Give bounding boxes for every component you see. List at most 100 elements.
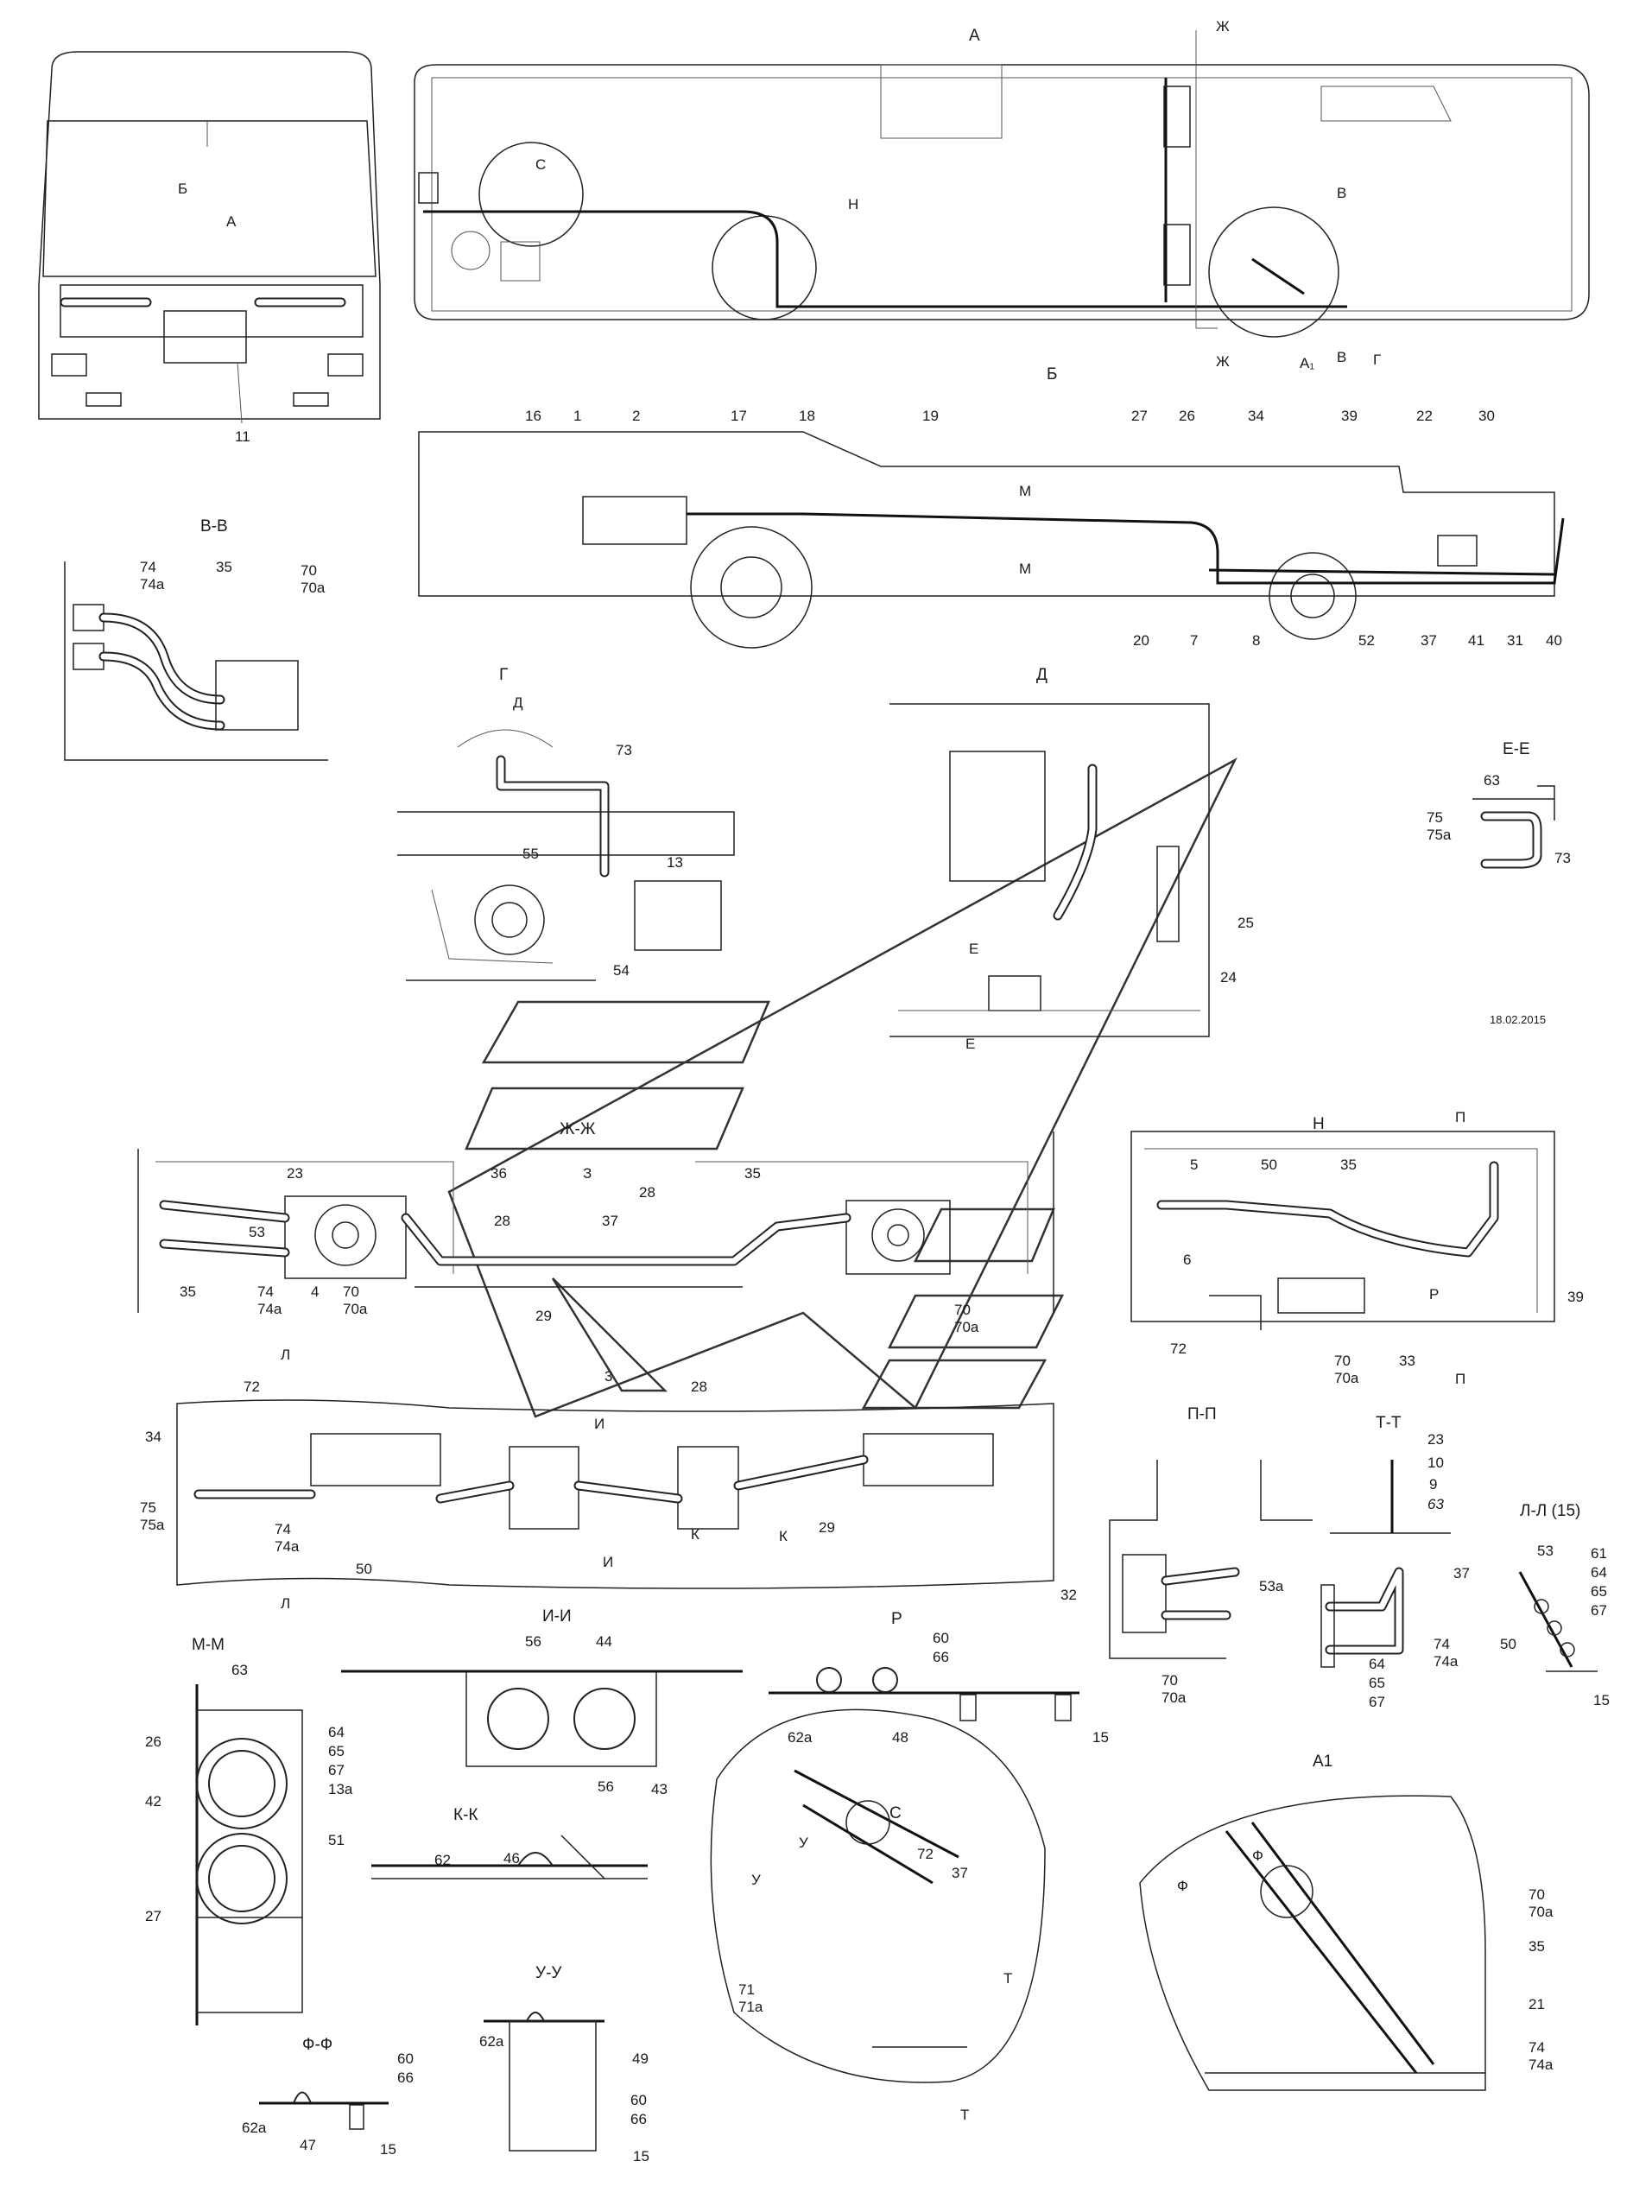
callout-60-ff: 60 <box>397 2050 414 2067</box>
marker-l-top: Л <box>281 1347 291 1363</box>
callout-56-bottom: 56 <box>598 1778 614 1795</box>
callout-70a-pp: 70а <box>1161 1689 1187 1706</box>
marker-a1: А₁ <box>1300 355 1315 371</box>
callout-26-mm: 26 <box>145 1733 161 1750</box>
view-title-zh-zh: Ж-Ж <box>560 1120 596 1138</box>
callout-34-l: 34 <box>145 1429 161 1445</box>
marker-i-top: И <box>594 1416 605 1432</box>
callout-73-g: 73 <box>616 742 632 758</box>
callout-37-c: 37 <box>952 1865 968 1881</box>
callout-75-ee: 75 <box>1427 809 1443 826</box>
callout-70-n: 70 <box>1334 1353 1351 1369</box>
view-title-b: Б <box>1047 365 1058 383</box>
callout-13: 13 <box>667 854 683 871</box>
callout-29-l: 29 <box>819 1519 835 1536</box>
marker-zh-bottom: Ж <box>1216 353 1230 370</box>
callout-62a-r: 62а <box>788 1729 813 1746</box>
callout-46: 46 <box>503 1850 520 1867</box>
marker-i-bottom: И <box>603 1554 614 1570</box>
section-v-v <box>64 561 328 761</box>
marker-b-front: Б <box>178 181 188 197</box>
section-t-t <box>1320 1460 1451 1668</box>
callout-74-tt: 74 <box>1434 1636 1450 1652</box>
view-title-g: Г <box>499 666 509 684</box>
callout-6: 6 <box>1183 1252 1192 1268</box>
callout-50-l: 50 <box>356 1561 372 1577</box>
section-k-k <box>371 1835 648 1879</box>
view-title-a: А <box>969 27 980 45</box>
callout-53-ll: 53 <box>1537 1543 1554 1559</box>
callout-8: 8 <box>1252 632 1261 649</box>
marker-e-top: Е <box>969 941 979 957</box>
front-view <box>38 51 381 424</box>
section-zh-zh <box>137 1131 1054 1313</box>
marker-a-front: А <box>226 213 237 230</box>
callout-9: 9 <box>1429 1476 1438 1493</box>
marker-m-bottom: М <box>1019 561 1032 577</box>
callout-34-b: 34 <box>1248 408 1264 424</box>
callout-62a-ff: 62а <box>242 2120 267 2136</box>
callout-70a-zh: 70а <box>343 1301 368 1317</box>
callout-75a-ee: 75а <box>1427 827 1452 843</box>
section-n <box>1130 1131 1555 1330</box>
view-title-l-l: Л-Л (15) <box>1520 1502 1581 1520</box>
callout-15-uu: 15 <box>633 2148 649 2164</box>
marker-v-top: В <box>1337 185 1347 201</box>
callout-35-zh-b: 35 <box>180 1283 196 1300</box>
callout-18: 18 <box>799 408 815 424</box>
callout-26: 26 <box>1179 408 1195 424</box>
view-title-d: Д <box>1036 666 1048 684</box>
callout-20: 20 <box>1133 632 1149 649</box>
marker-d: Д <box>513 694 523 711</box>
callout-50-n: 50 <box>1261 1157 1277 1173</box>
callout-74-a1: 74 <box>1529 2039 1545 2056</box>
callout-43: 43 <box>651 1781 668 1797</box>
callout-61: 61 <box>1591 1545 1607 1562</box>
callout-65-ll: 65 <box>1591 1583 1607 1600</box>
callout-44: 44 <box>596 1633 612 1650</box>
callout-52: 52 <box>1358 632 1375 649</box>
view-title-i-i: И-И <box>542 1607 572 1626</box>
callout-60-uu: 60 <box>630 2092 647 2108</box>
callout-35-a1: 35 <box>1529 1938 1545 1955</box>
callout-60-r: 60 <box>933 1630 949 1646</box>
callout-2: 2 <box>632 408 641 424</box>
callout-74a-l: 74а <box>275 1538 300 1555</box>
callout-63-mm: 63 <box>231 1662 248 1678</box>
callout-66-ff: 66 <box>397 2069 414 2086</box>
callout-73-ee: 73 <box>1554 850 1571 866</box>
callout-35-n: 35 <box>1340 1157 1357 1173</box>
callout-67-tt: 67 <box>1369 1694 1385 1710</box>
callout-63-tt: 63 <box>1427 1496 1444 1512</box>
marker-k-right: К <box>779 1528 788 1544</box>
callout-21: 21 <box>1529 1996 1545 2012</box>
marker-t-bottom: Т <box>960 2107 970 2123</box>
marker-l-bottom: Л <box>281 1595 291 1612</box>
callout-17: 17 <box>731 408 747 424</box>
callout-7: 7 <box>1190 632 1199 649</box>
callout-19: 19 <box>922 408 939 424</box>
marker-r: Р <box>1429 1286 1440 1302</box>
callout-27-mm: 27 <box>145 1908 161 1924</box>
view-title-e-e: Е-Е <box>1503 740 1530 758</box>
view-title-k-k: К-К <box>453 1806 478 1824</box>
callout-74a-vv: 74а <box>140 576 165 593</box>
marker-m-top: М <box>1019 483 1032 499</box>
detail-c <box>710 1708 1046 2083</box>
callout-53a: 53а <box>1259 1578 1284 1594</box>
callout-25: 25 <box>1237 915 1254 931</box>
callout-72-n: 72 <box>1170 1341 1187 1357</box>
callout-71a: 71а <box>738 1999 763 2015</box>
view-title-c: С <box>889 1804 902 1822</box>
view-title-p-p: П-П <box>1187 1405 1217 1423</box>
callout-72-c: 72 <box>917 1846 934 1862</box>
callout-56-top: 56 <box>525 1633 541 1650</box>
marker-z: З <box>583 1165 592 1182</box>
marker-v-bottom: В <box>1337 349 1347 365</box>
callout-63-ee: 63 <box>1484 772 1500 789</box>
callout-55: 55 <box>522 846 539 862</box>
callout-70-a1: 70 <box>1529 1886 1545 1903</box>
callout-30: 30 <box>1478 408 1495 424</box>
marker-c: С <box>535 156 547 173</box>
